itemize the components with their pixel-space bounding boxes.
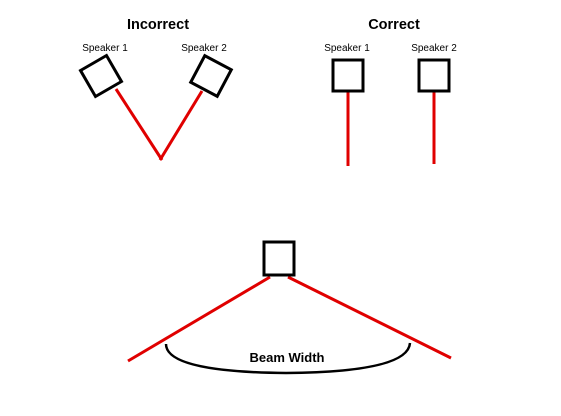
- beam-width-arc: [164, 342, 412, 375]
- incorrect-speaker-2-label: Speaker 2: [181, 43, 227, 54]
- incorrect-speaker-1: [78, 53, 124, 99]
- correct-speaker-1-label: Speaker 1: [324, 43, 370, 54]
- correct-speaker-2-label: Speaker 2: [411, 43, 457, 54]
- incorrect-title: Incorrect: [127, 17, 189, 33]
- beam-speaker: [262, 240, 296, 277]
- correct-speaker-1: [331, 58, 365, 93]
- incorrect-panel: Incorrect Speaker 1 Speaker 2: [78, 17, 234, 161]
- incorrect-speaker-1-label: Speaker 1: [82, 43, 128, 54]
- incorrect-speaker-2: [188, 53, 234, 99]
- incorrect-speaker-1-beam: [114, 88, 164, 161]
- correct-speaker-2: [417, 58, 451, 93]
- correct-title: Correct: [368, 17, 420, 33]
- beam-width-label: Beam Width: [250, 350, 325, 365]
- correct-panel: Correct Speaker 1 Speaker 2: [324, 17, 457, 166]
- beam-width-panel: Beam Width: [127, 240, 452, 375]
- beam-left-edge: [127, 275, 271, 363]
- beam-right-edge: [287, 275, 452, 360]
- incorrect-speaker-2-beam: [158, 90, 204, 161]
